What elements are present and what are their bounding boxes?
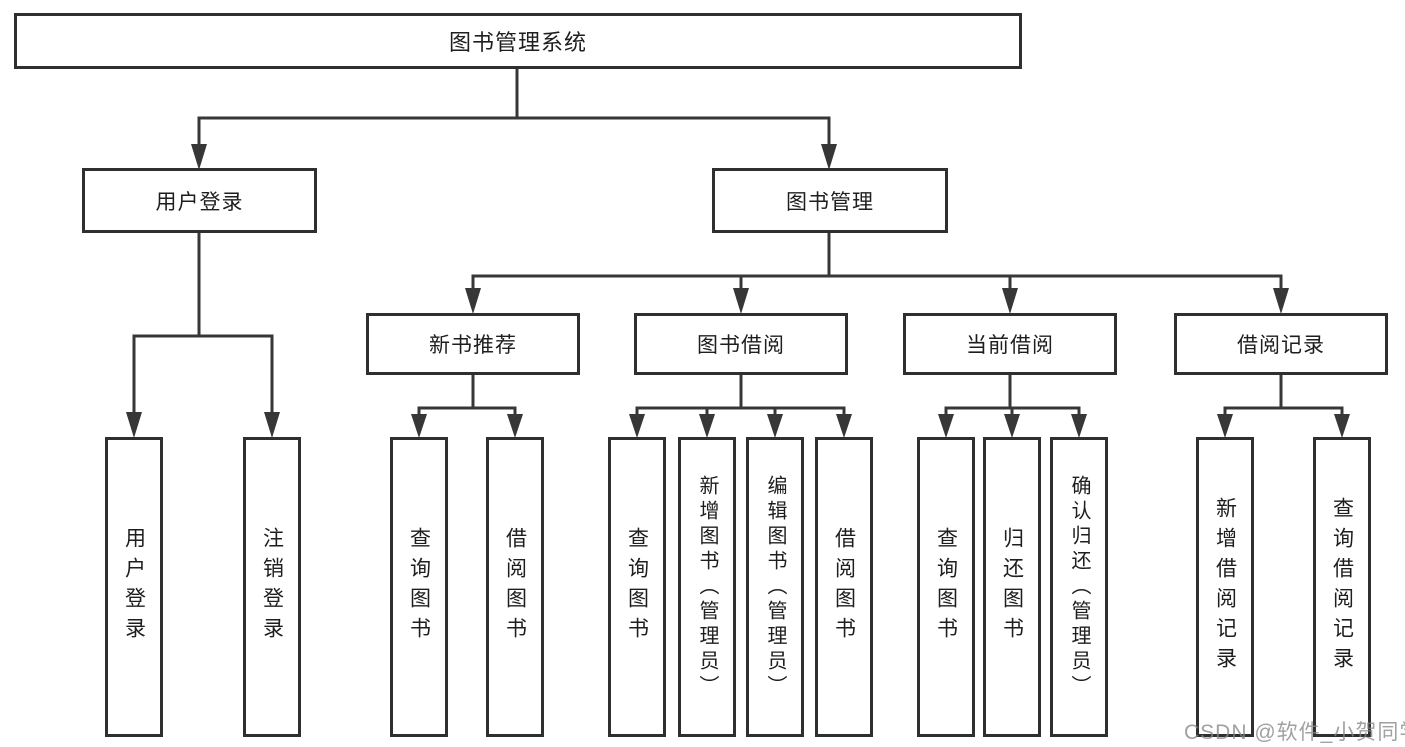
node-user-login: 用户登录	[82, 168, 317, 233]
leaf-cb-query-books: 查询图书	[917, 437, 975, 737]
leaf-nbr-query-books: 查询图书	[390, 437, 448, 737]
leaf-bb-query-books-label: 查询图书	[625, 527, 649, 647]
node-new-book-recommend: 新书推荐	[366, 313, 580, 375]
root-node-library-system: 图书管理系统	[14, 13, 1022, 69]
leaf-user-login-label: 用户登录	[122, 527, 146, 647]
leaf-br-add-record: 新增借阅记录	[1196, 437, 1254, 737]
leaf-user-login: 用户登录	[105, 437, 163, 737]
leaf-bb-add-book-admin: 新增图书（管理员）	[678, 437, 736, 737]
node-current-borrow: 当前借阅	[903, 313, 1117, 375]
leaf-cb-return-books: 归还图书	[983, 437, 1041, 737]
leaf-bb-borrow-books: 借阅图书	[815, 437, 873, 737]
node-new-book-recommend-label: 新书推荐	[429, 334, 517, 357]
leaf-bb-add-book-admin-label: 新增图书（管理员）	[696, 474, 718, 700]
node-book-management-label: 图书管理	[786, 190, 874, 214]
node-user-login-label: 用户登录	[155, 190, 244, 214]
node-current-borrow-label: 当前借阅	[966, 334, 1054, 357]
leaf-logout: 注销登录	[243, 437, 301, 737]
leaf-br-add-record-label: 新增借阅记录	[1213, 497, 1237, 677]
node-book-management: 图书管理	[712, 168, 948, 233]
node-book-borrow-label: 图书借阅	[697, 334, 785, 357]
leaf-br-query-record: 查询借阅记录	[1313, 437, 1371, 737]
leaf-cb-return-books-label: 归还图书	[1000, 527, 1024, 647]
leaf-logout-label: 注销登录	[260, 527, 284, 647]
root-node-label: 图书管理系统	[448, 30, 587, 55]
leaf-nbr-borrow-books-label: 借阅图书	[503, 527, 527, 647]
leaf-nbr-query-books-label: 查询图书	[407, 527, 431, 647]
leaf-cb-confirm-return-admin: 确认归还（管理员）	[1050, 437, 1108, 737]
leaf-bb-edit-book-admin-label: 编辑图书（管理员）	[764, 474, 786, 700]
leaf-bb-query-books: 查询图书	[608, 437, 666, 737]
node-borrow-records-label: 借阅记录	[1237, 334, 1325, 357]
leaf-cb-confirm-return-admin-label: 确认归还（管理员）	[1068, 474, 1090, 700]
leaf-br-query-record-label: 查询借阅记录	[1330, 497, 1354, 677]
leaf-bb-borrow-books-label: 借阅图书	[832, 527, 856, 647]
leaf-nbr-borrow-books: 借阅图书	[486, 437, 544, 737]
leaf-bb-edit-book-admin: 编辑图书（管理员）	[746, 437, 804, 737]
csdn-watermark: CSDN @软件_小贺同学	[1184, 721, 1405, 744]
leaf-cb-query-books-label: 查询图书	[934, 527, 958, 647]
node-book-borrow: 图书借阅	[634, 313, 848, 375]
node-borrow-records: 借阅记录	[1174, 313, 1388, 375]
